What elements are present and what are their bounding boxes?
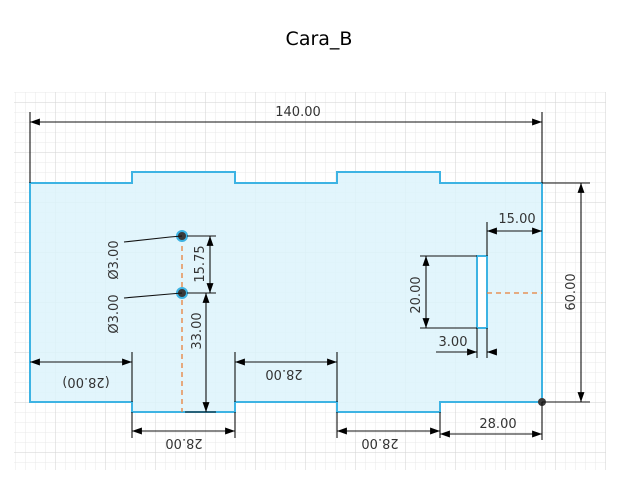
dim-slot-height[interactable]: 20.00 [409,276,424,313]
dim-hole-spacing[interactable]: 15.75 [193,245,208,282]
dim-hole-height[interactable]: 33.00 [190,312,205,349]
dim-slot-width[interactable]: 3.00 [439,335,468,350]
dim-hole-diameter-top[interactable]: Ø3.00 [107,240,122,279]
dimension-lines [29,112,590,440]
dim-hole-diameter-bottom[interactable]: Ø3.00 [107,294,122,333]
dim-tab-width-left[interactable]: 28.00 [165,435,202,450]
dim-tab-left-ref[interactable]: (28.00) [62,374,109,389]
dim-overall-height[interactable]: 60.00 [564,273,579,310]
drawing-title: Cara_B [285,28,353,50]
dim-right-offset[interactable]: 28.00 [479,417,516,432]
construction-lines [181,237,542,412]
dim-slot-offset-right[interactable]: 15.00 [498,212,535,227]
dim-gap-middle[interactable]: 28.00 [265,366,302,381]
dim-tab-width-right[interactable]: 28.00 [361,435,398,450]
slot-cutout[interactable] [476,255,488,329]
dim-overall-width[interactable]: 140.00 [275,105,321,120]
